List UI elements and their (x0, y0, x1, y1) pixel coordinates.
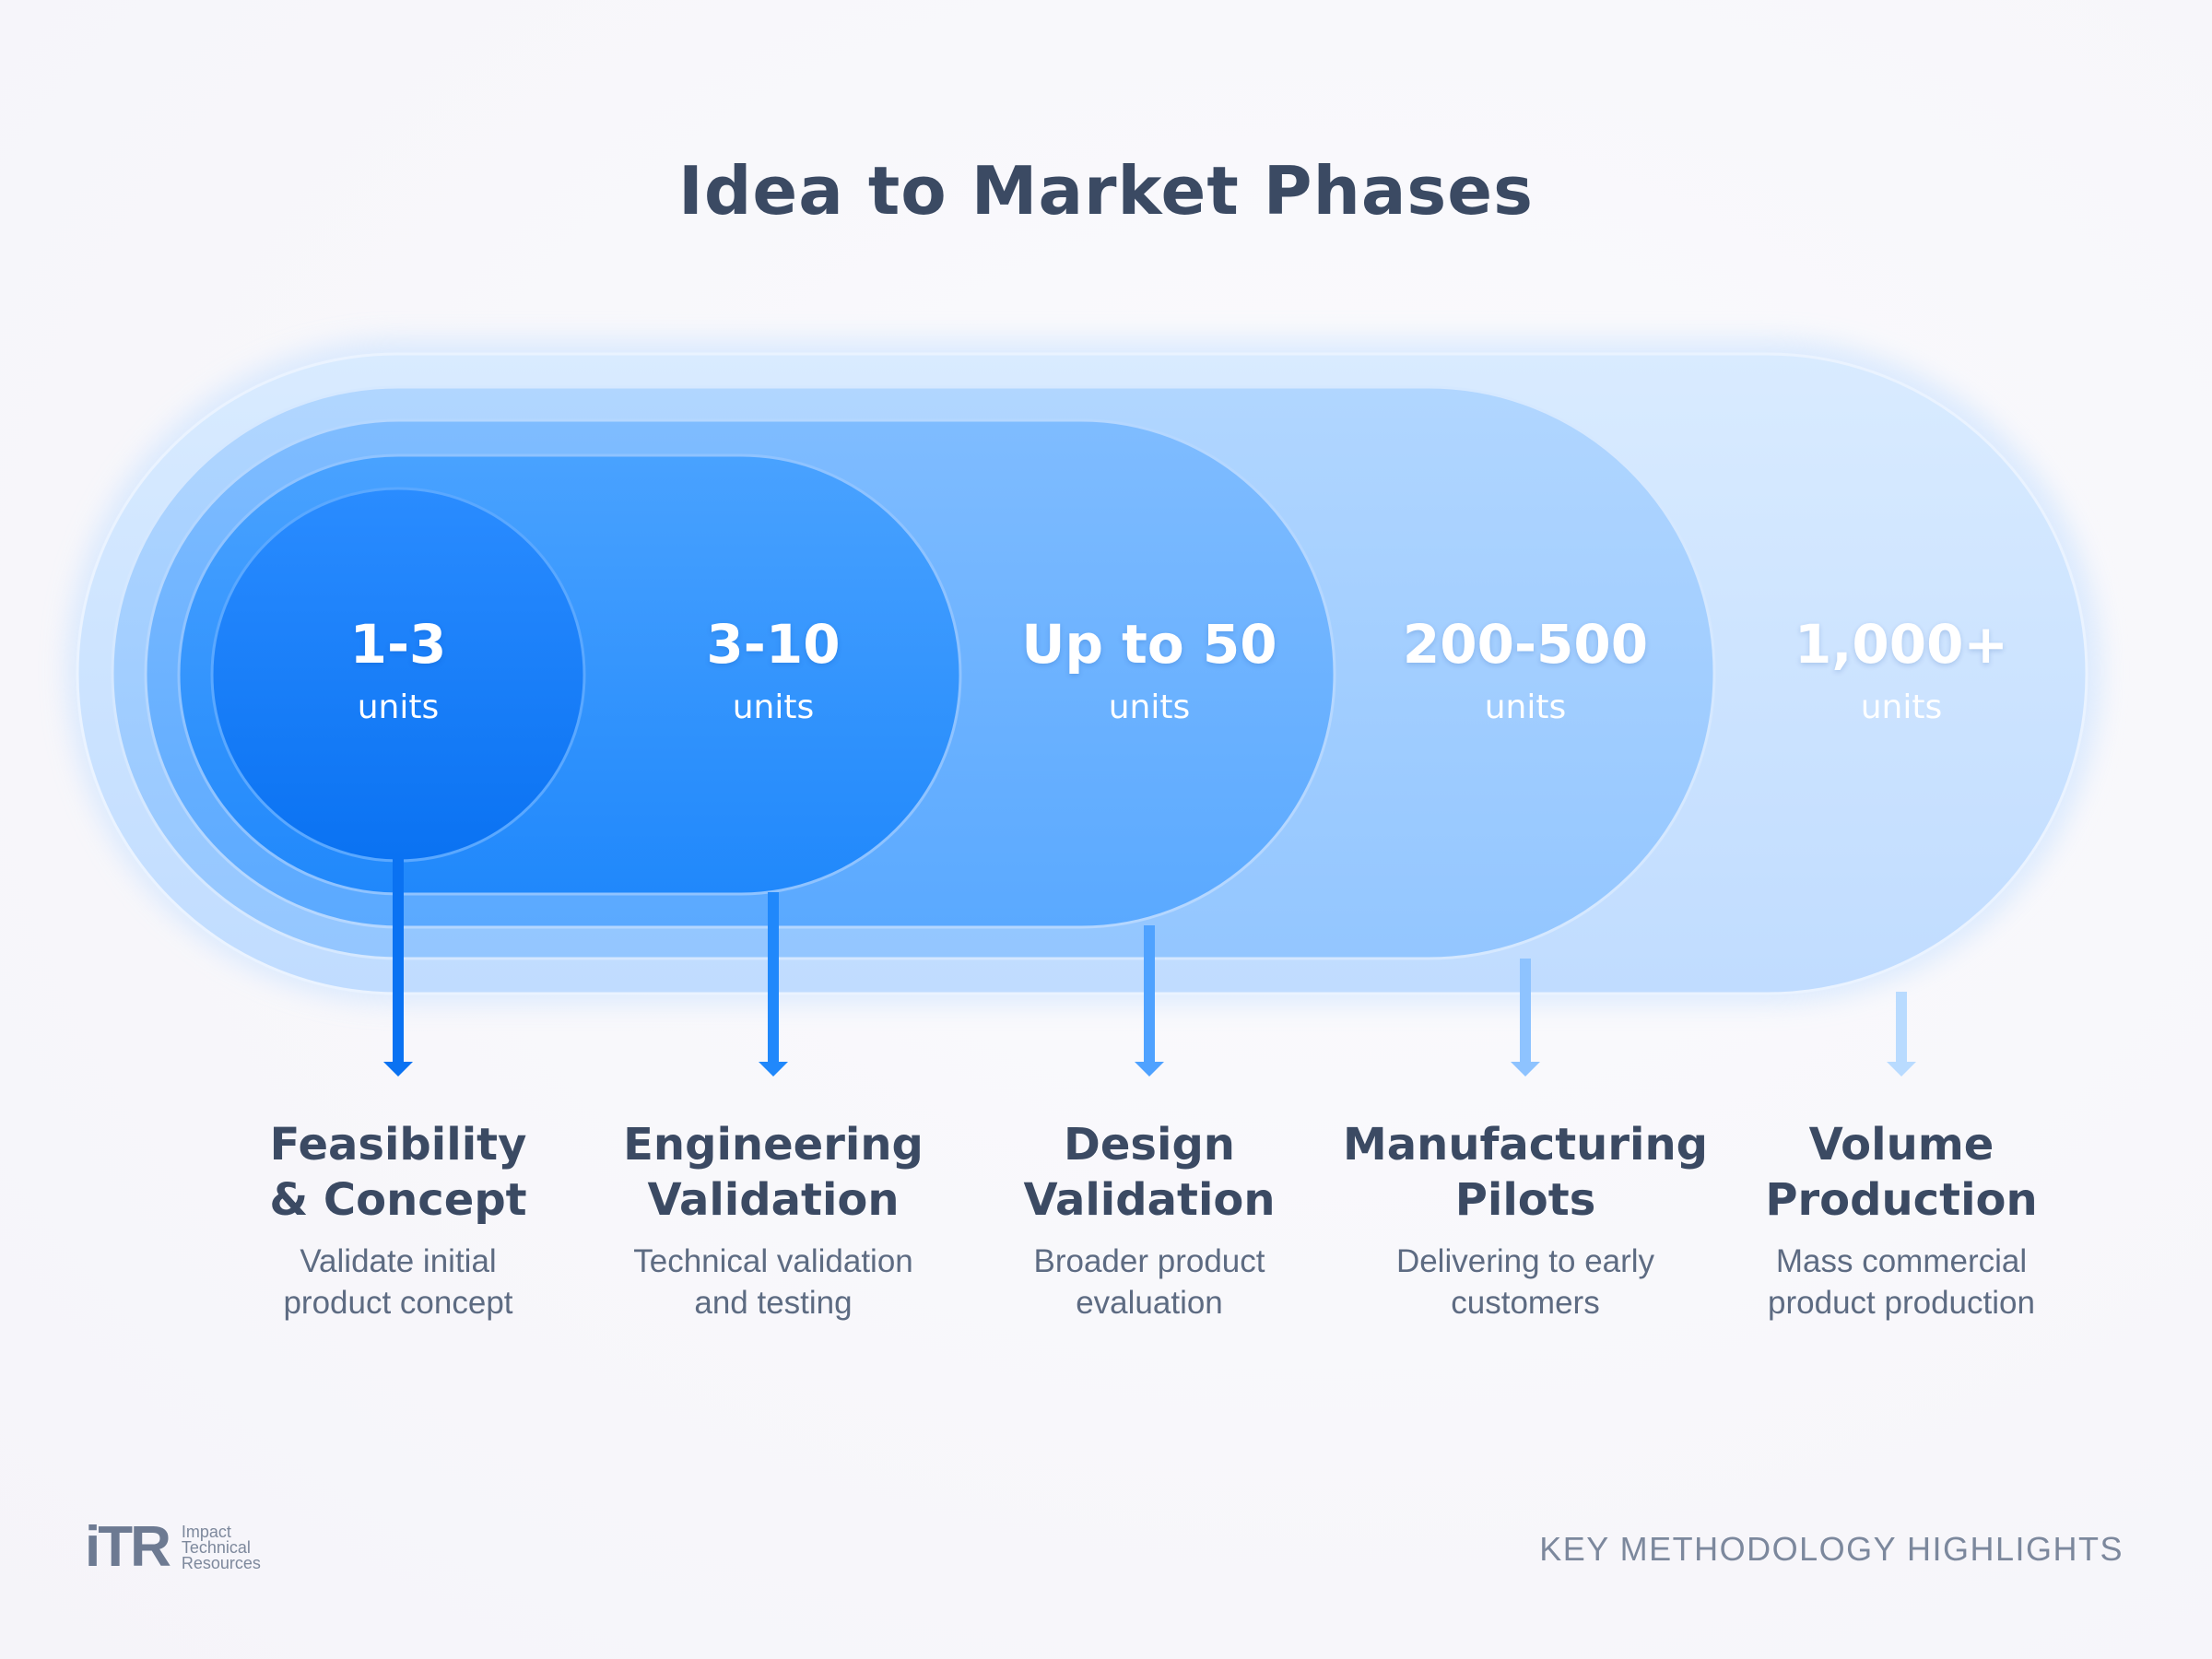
stage-2-label: 3-10 units (589, 618, 958, 724)
phase-1-description: Validate initial product concept (283, 1243, 513, 1321)
stage-3-label: Up to 50 units (965, 618, 1334, 724)
connector-4 (1511, 959, 1540, 1077)
stage-5-label: 1,000+ units (1717, 618, 2086, 724)
phase-1-name: Feasibility & Concept (269, 1119, 527, 1226)
phase-3-name: Design Validation (1023, 1119, 1276, 1226)
phase-4-name: Manufacturing Pilots (1343, 1119, 1708, 1226)
phase-5-description: Mass commercial product production (1768, 1243, 2035, 1321)
stage-4-unit: units (1484, 688, 1567, 726)
stage-2-unit: units (732, 688, 815, 726)
phase-3: Design Validation Broader product evalua… (965, 1117, 1334, 1324)
phase-1: Feasibility & Concept Validate initial p… (214, 1117, 582, 1324)
logo-line-1: Impact (181, 1522, 231, 1541)
phase-3-description: Broader product evaluation (1033, 1243, 1265, 1321)
phase-2-name: Engineering Validation (623, 1119, 924, 1226)
connector-5 (1887, 992, 1916, 1077)
connector-3 (1135, 925, 1164, 1077)
stage-3-unit: units (1108, 688, 1191, 726)
stage-4-count: 200-500 (1402, 613, 1649, 676)
connector-2 (759, 892, 788, 1077)
connector-1 (383, 859, 413, 1077)
stage-5-count: 1,000+ (1794, 613, 2009, 676)
phase-2: Engineering Validation Technical validat… (589, 1117, 958, 1324)
stage-1-unit: units (357, 688, 440, 726)
stage-2-count: 3-10 (706, 613, 841, 676)
phase-5-name: Volume Production (1765, 1119, 2038, 1226)
stage-5-unit: units (1860, 688, 1943, 726)
phase-4-description: Delivering to early customers (1395, 1243, 1655, 1321)
logo-line-3: Resources (181, 1553, 261, 1572)
logo-mark: iTR (85, 1515, 171, 1579)
footer-label: KEY METHODOLOGY HIGHLIGHTS (1539, 1530, 2124, 1568)
stage-1-count: 1-3 (349, 613, 447, 676)
stage-1-label: 1-3 units (214, 618, 582, 724)
stage-4-label: 200-500 units (1341, 618, 1710, 724)
logo-line-2: Technical (181, 1537, 251, 1557)
phase-2-description: Technical validation and testing (633, 1243, 913, 1321)
phase-5: Volume Production Mass commercial produc… (1717, 1117, 2086, 1324)
page-title: Idea to Market Phases (678, 152, 1534, 229)
logo-text: Impact Technical Resources (182, 1524, 261, 1571)
company-logo: iTR Impact Technical Resources (85, 1519, 261, 1576)
phase-4: Manufacturing Pilots Delivering to early… (1341, 1117, 1710, 1324)
stage-3-count: Up to 50 (1021, 613, 1277, 676)
